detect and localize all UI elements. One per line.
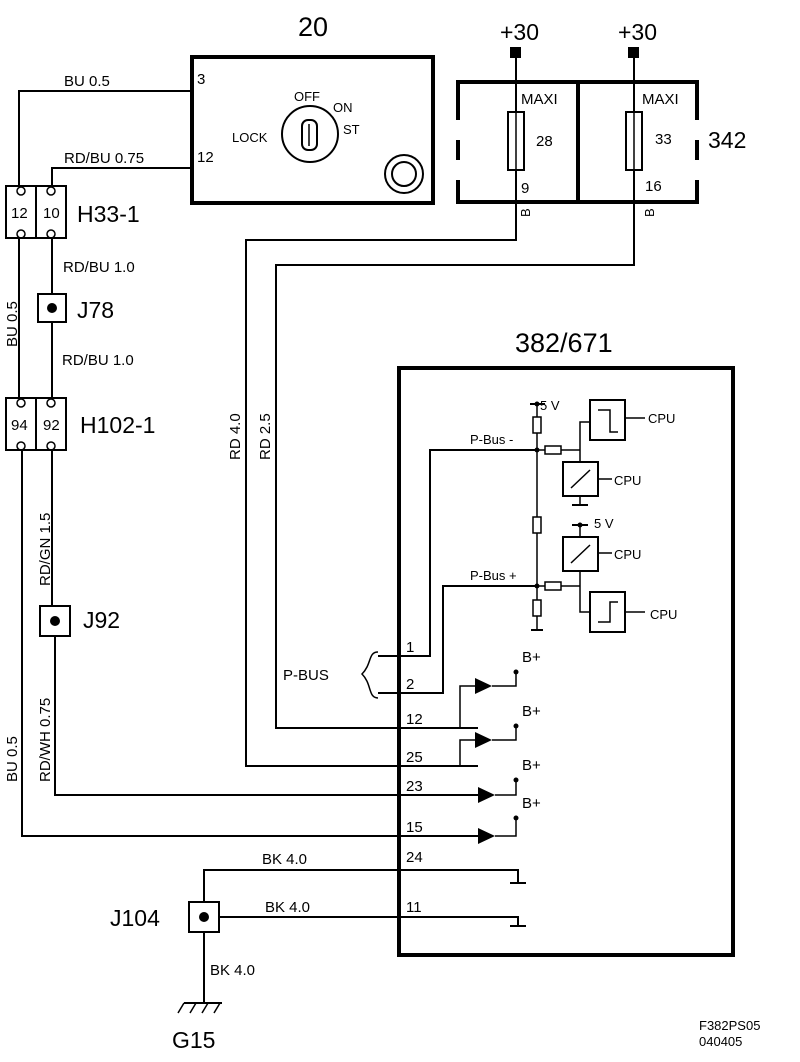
svg-text:G15: G15 [172,1027,215,1053]
footer-code: F382PS05 [699,1018,760,1033]
wire-rdbu-10-a: RD/BU 1.0 [63,259,135,276]
splice-j104: J104 [110,901,220,933]
five-v-bottom: 5 V [594,516,614,531]
fuse-b-label-2: B [642,208,657,217]
driver-25: B+ [399,703,541,767]
svg-text:12: 12 [406,711,423,728]
fuse-33-label: 33 [655,131,672,148]
wire-rdgn-15: RD/GN 1.5 [37,513,54,586]
cpu-label-1: CPU [648,411,675,426]
wire-bk-40-c: BK 4.0 [210,962,255,979]
h102-pin-94: 94 [11,417,28,434]
h102-id: H102-1 [80,412,155,438]
module-382-671: 382/671 P-BUS 1 2 12 25 23 15 24 11 P-Bu… [283,328,735,957]
triangle-icon [475,678,492,694]
connector-h102-1: 94 92 H102-1 [5,397,155,451]
fuse-b-label-1: B [518,208,533,217]
triangle-icon [475,732,492,748]
svg-text:11: 11 [406,899,422,916]
svg-text:2: 2 [406,676,414,693]
svg-text:23: 23 [406,778,423,795]
svg-text:J92: J92 [83,607,120,633]
terminal-icon [628,47,639,58]
driver-23: B+ [478,757,541,803]
wire-bu-05-low: BU 0.5 [4,736,21,782]
wire-bk-40-a: BK 4.0 [262,851,307,868]
svg-text:B+: B+ [522,649,541,666]
ignition-switch-id: 20 [298,12,328,42]
fuse-28-label: 28 [536,133,553,150]
receiver-icon [589,591,626,633]
label-lock: LOCK [232,130,268,145]
cpu-label-3: CPU [614,547,641,562]
connector-h33-1: 12 10 H33-1 [5,185,140,239]
key-lock-icon [281,105,339,163]
svg-text:1: 1 [406,639,414,656]
footer-date: 040405 [699,1034,742,1049]
svg-text:25: 25 [406,749,423,766]
ignition-switch: 20 3 12 OFF ON LOCK ST [190,12,435,205]
fuse-box-id: 342 [708,127,746,153]
svg-text:J78: J78 [77,297,114,323]
label-st: ST [343,122,360,137]
wire-rd-25: RD 2.5 [257,413,274,460]
triangle-icon [478,828,495,844]
splice-j92: J92 [39,605,120,637]
ignition-pin-3: 3 [197,71,205,88]
left-wiring [18,90,478,837]
svg-text:24: 24 [406,849,423,866]
key-slot-icon [301,119,318,151]
resistor-icon [532,416,542,434]
h33-id: H33-1 [77,201,140,227]
five-v-top: 5 V [540,398,560,413]
label-on: ON [333,100,353,115]
wire-bu-05: BU 0.5 [64,73,110,90]
h33-pin-12: 12 [11,205,28,222]
cpu-label-2: CPU [614,473,641,488]
resistor-icon [532,599,542,617]
maxi-label-2: MAXI [642,91,679,108]
cpu-label-4: CPU [650,607,677,622]
wire-rdbu-075: RD/BU 0.75 [64,150,144,167]
terminal-icon [510,47,521,58]
driver-15: B+ [478,795,541,844]
fuse-out-16: 16 [645,178,662,195]
svg-text:B+: B+ [522,757,541,774]
driver-12: B+ [399,649,541,729]
wire-rdbu-10-b: RD/BU 1.0 [62,352,134,369]
supply-label-1: +30 [500,19,539,45]
wire-rd-40: RD 4.0 [227,413,244,460]
resistor-icon [532,516,542,534]
h102-pin-92: 92 [43,417,60,434]
module-id: 382/671 [515,328,613,358]
svg-text:15: 15 [406,819,423,836]
ignition-pin-12: 12 [197,149,214,166]
wire-bu-05-vert: BU 0.5 [4,301,21,347]
h33-pin-10: 10 [43,205,60,222]
pbus-plus: P-Bus + [470,568,517,583]
ground-g15: G15 [172,932,222,1053]
supply-label-2: +30 [618,19,657,45]
pbus-minus: P-Bus - [470,432,513,447]
pbus-label: P-BUS [283,667,329,684]
triangle-icon [478,787,495,803]
svg-text:B+: B+ [522,703,541,720]
maxi-label-1: MAXI [521,91,558,108]
splice-j78: J78 [37,293,114,323]
ring-icon [384,154,424,194]
label-off: OFF [294,89,320,104]
svg-text:J104: J104 [110,905,160,931]
brace-icon [360,651,379,699]
wire-bk-40-b: BK 4.0 [265,899,310,916]
fuse-out-9: 9 [521,180,529,197]
fuse-box: +30 +30 342 MAXI MAXI 28 33 9 16 B B [456,19,746,217]
wire-rdwh-075: RD/WH 0.75 [37,698,54,782]
svg-text:B+: B+ [522,795,541,812]
receiver-icon [589,399,626,441]
